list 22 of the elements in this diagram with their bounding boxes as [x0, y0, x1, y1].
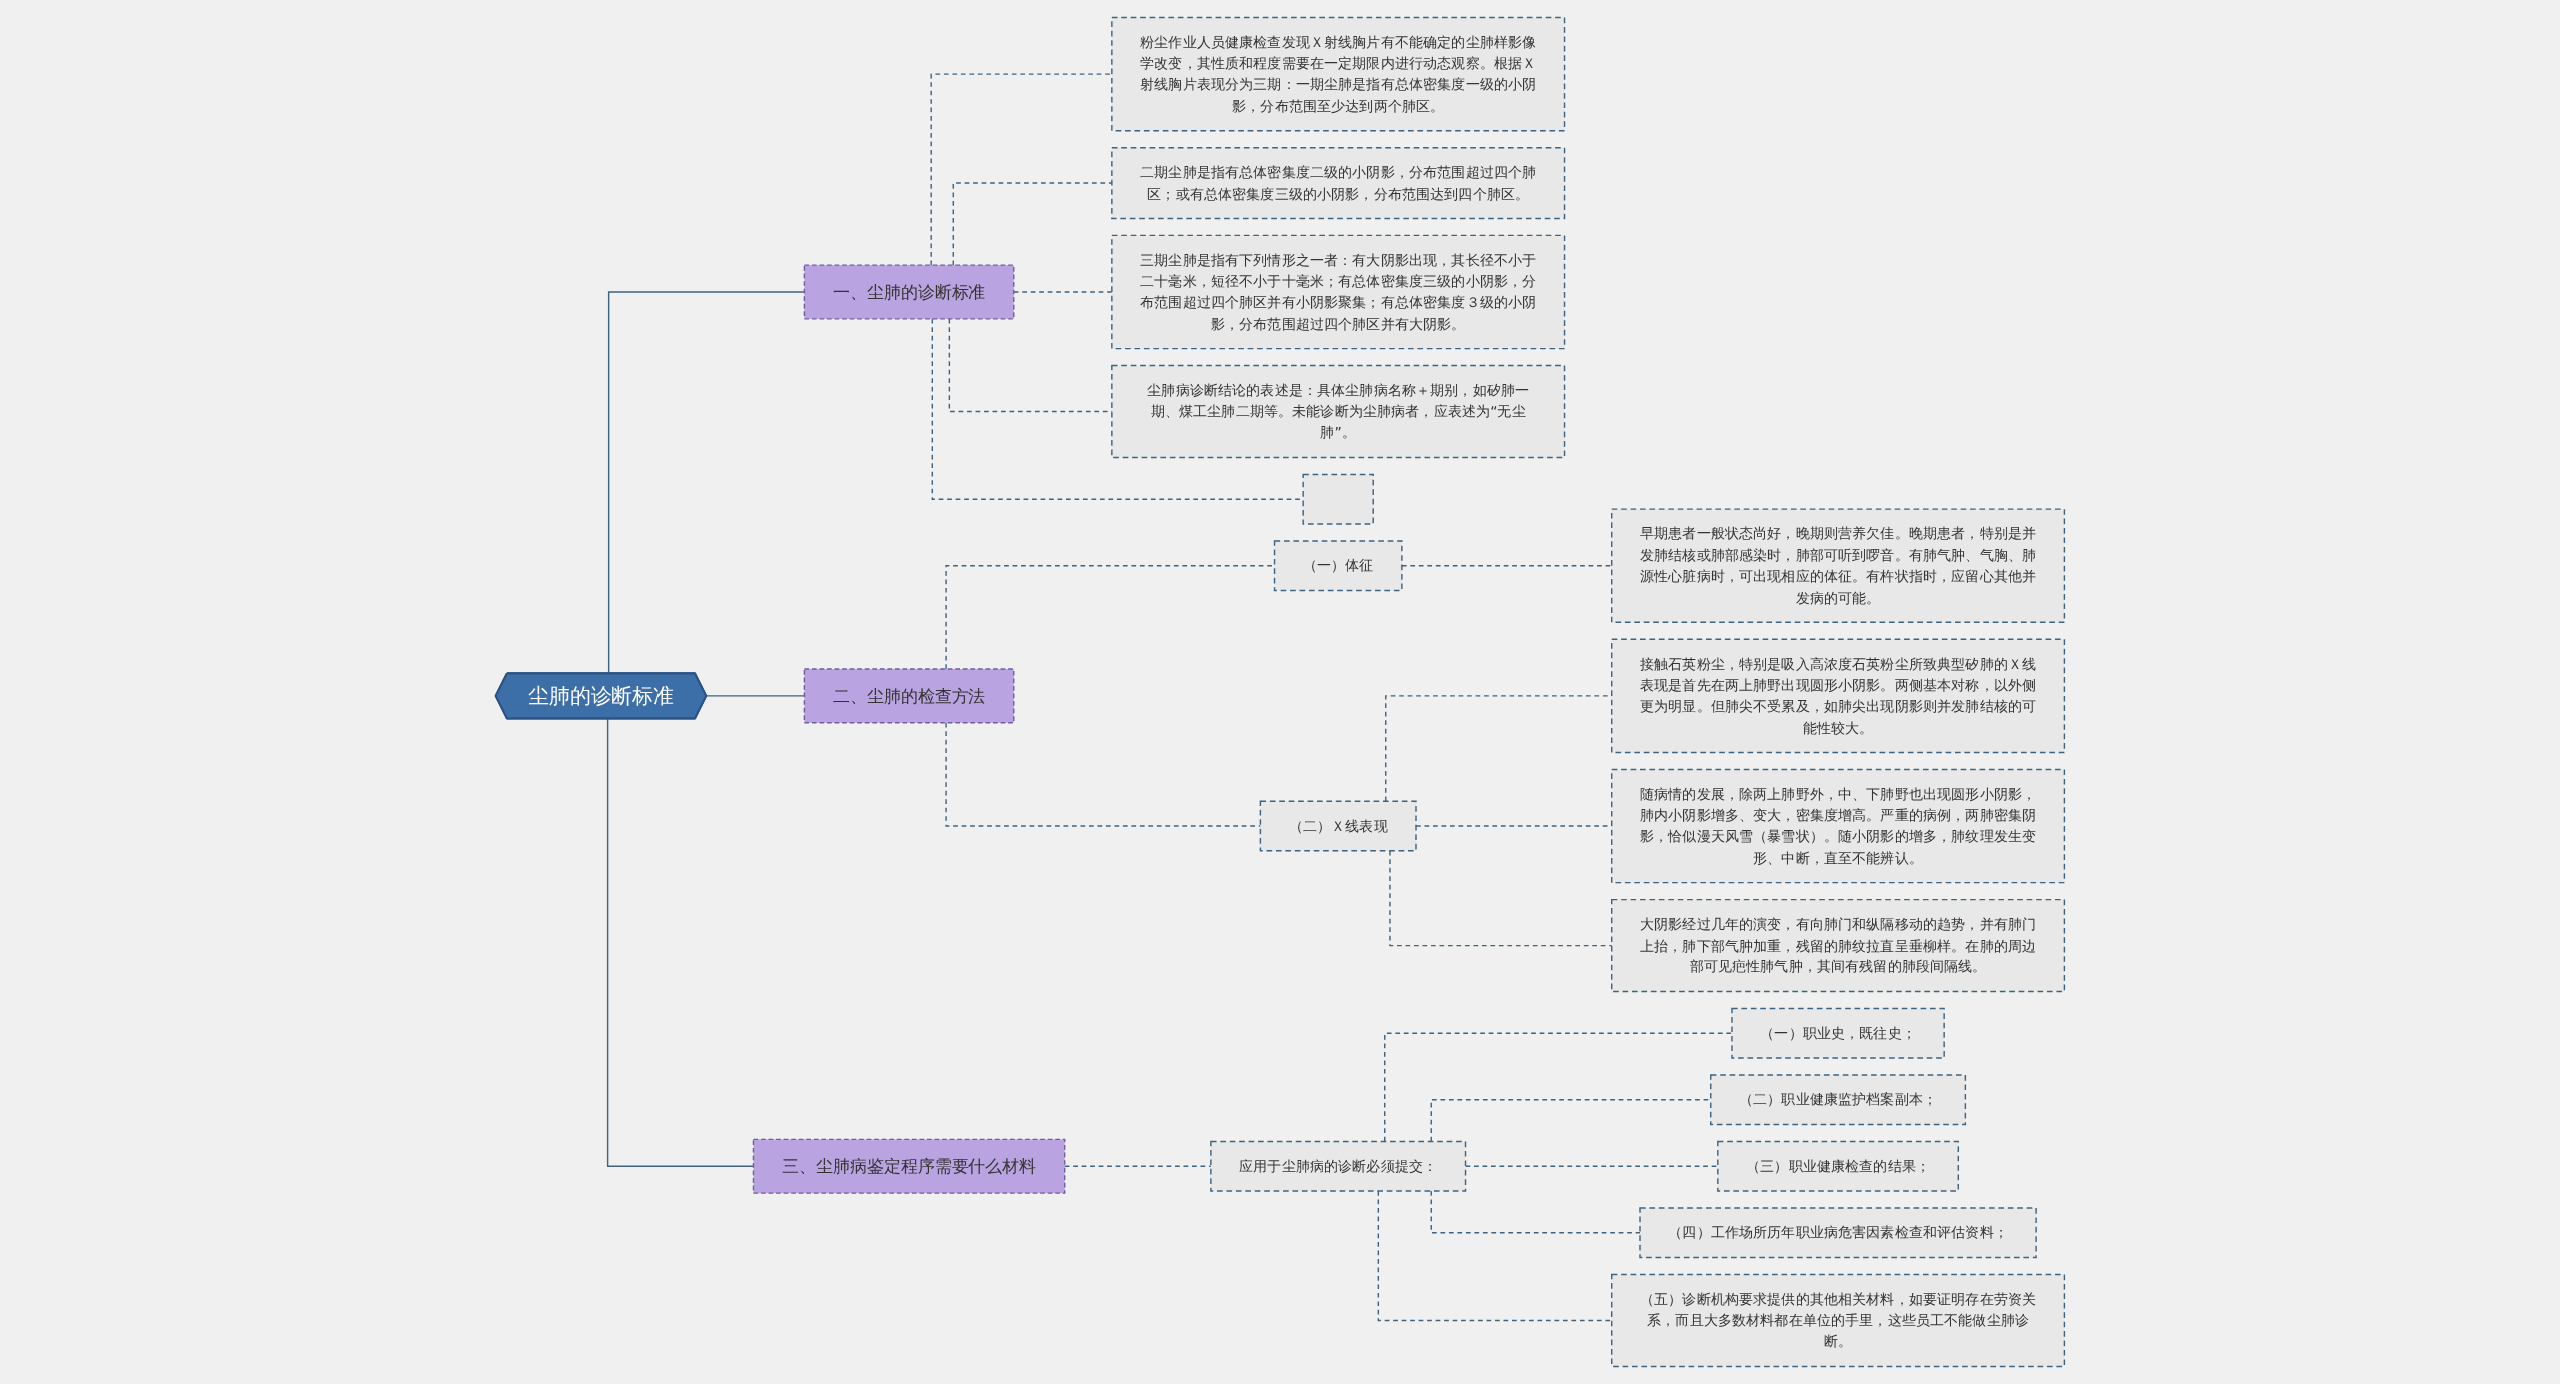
- node-box: [1302, 473, 1374, 525]
- node-box: （二）Ｘ线表现: [1259, 800, 1417, 852]
- node-box: 大阴影经过几年的演变，有向肺门和纵隔移动的趋势，并有肺门上抬，肺下部气肿加重，残留的肺纹拉直呈垂柳样。在肺的周边部可见疤性肺气肿，其间有残留的肺段间隔线。: [1611, 898, 2066, 993]
- node-box: 三、尘肺病鉴定程序需要什么材料: [752, 1138, 1066, 1194]
- node-box: 粉尘作业人员健康检查发现Ｘ射线胸片有不能确定的尘肺样影像学改变，其性质和程度需要在一定期限内进行动态观察。根据Ｘ射线胸片表现分为三期：一期尘肺是指有总体密集度一级的小阴影，分布范围至少达到两个肺区。: [1111, 16, 1566, 132]
- node-box: 二期尘肺是指有总体密集度二级的小阴影，分布范围超过四个肺区；或有总体密集度三级的小阴影，分布范围达到四个肺区。: [1111, 147, 1566, 220]
- connector: [1430, 1190, 1641, 1234]
- node-box: （四）工作场所历年职业病危害因素检查和评估资料；: [1639, 1207, 2037, 1259]
- node-box: 二、尘肺的检查方法: [803, 668, 1015, 724]
- node-box: 早期患者一般状态尚好，晚期则营养欠佳。晚期患者，特别是并发肺结核或肺部感染时，肺部可听到啰音。有肺气肿、气胸、肺源性心脏病时，可出现相应的体征。有杵状指时，应留心其他并发病的可能。: [1611, 508, 2066, 624]
- node-box: 接触石英粉尘，特别是吸入高浓度石英粉尘所致典型矽肺的Ｘ线表现是首先在两上肺野出现圆形小阴影。两侧基本对称，以外侧更为明显。但肺尖不受累及，如肺尖出现阴影则并发肺结核的可能性较大。: [1611, 638, 2066, 754]
- connector: [1389, 850, 1613, 947]
- node-box: 随病情的发展，除两上肺野外，中、下肺野也出现圆形小阴影，肺内小阴影增多、变大，密集度增高。严重的病例，两肺密集阴影，恰似漫天风雪（暴雪状）。随小阴影的增多，肺纹理发生变形、中断，直至不能辨认。: [1611, 768, 2066, 884]
- node-box: 尘肺病诊断结论的表述是：具体尘肺病名称＋期别，如矽肺一期、煤工尘肺二期等。未能诊断为尘肺病者，应表述为“无尘肺”。: [1111, 364, 1566, 459]
- node-box: 应用于尘肺病的诊断必须提交：: [1210, 1140, 1467, 1192]
- node-box: 一、尘肺的诊断标准: [803, 264, 1015, 320]
- node-box: 三期尘肺是指有下列情形之一者：有大阴影出现，其长径不小于二十毫米，短径不小于十毫米；有总体密集度三级的小阴影，分布范围超过四个肺区并有小阴影聚集；有总体密集度３级的小阴影，分布范围超过四个肺区并有大阴影。: [1111, 234, 1566, 350]
- node-box: （五）诊断机构要求提供的其他相关材料，如要证明存在劳资关系，而且大多数材料都在单位的手里，这些员工不能做尘肺诊断。: [1611, 1273, 2066, 1368]
- node-box: （二）职业健康监护档案副本；: [1710, 1074, 1967, 1126]
- node-box: （三）职业健康检查的结果；: [1717, 1140, 1959, 1192]
- node-box: （一）体征: [1273, 540, 1403, 592]
- node-box: （一）职业史，既往史；: [1731, 1007, 1945, 1059]
